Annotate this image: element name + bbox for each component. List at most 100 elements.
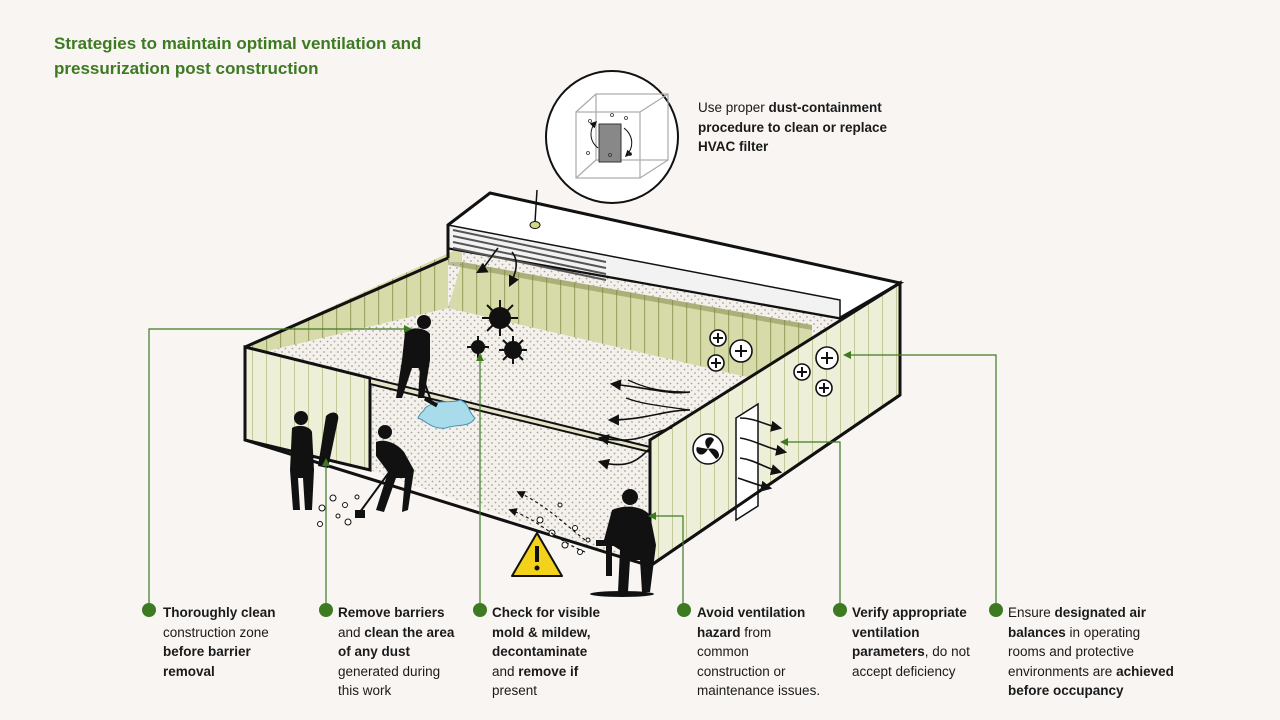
- strategy-line: and remove if: [492, 662, 642, 682]
- strategy-segment: generated during: [338, 663, 441, 679]
- strategy-segment: clean the area: [364, 624, 455, 640]
- water-puddle: [417, 399, 476, 429]
- strategy-2-bullet: [319, 603, 333, 617]
- strategy-segment: before occupancy: [1008, 683, 1124, 698]
- strategy-line: ventilation: [852, 623, 987, 643]
- strategy-segment: of any dust: [338, 644, 411, 659]
- strategy-segment: maintenance issues.: [697, 683, 821, 698]
- leader-arrowheads: [322, 325, 851, 520]
- strategy-segment: present: [492, 683, 538, 698]
- filter-note-bold: dust-containment procedure to clean or r…: [698, 100, 888, 154]
- strategy-segment: Remove barriers: [338, 605, 445, 620]
- wall-opening: [735, 402, 759, 522]
- strategy-segment: , do not: [924, 644, 970, 659]
- strategy-segment: construction zone: [163, 624, 269, 640]
- strategy-line: hazard from: [697, 623, 837, 643]
- filter-note-normal: Use proper: [698, 100, 769, 115]
- strategy-segment: decontaminate: [492, 644, 588, 659]
- strategy-line: balances in operating: [1008, 623, 1198, 643]
- strategy-line: Ensure designated air: [1008, 603, 1198, 623]
- title-line-2: pressurization post construction: [54, 59, 319, 78]
- strategy-line: Thoroughly clean: [163, 603, 313, 623]
- strategy-segment: Ensure: [1008, 605, 1055, 620]
- strategy-segment: Avoid ventilation: [697, 605, 806, 620]
- strategy-line: before barrier: [163, 642, 313, 662]
- strategy-segment: Thoroughly clean: [163, 605, 276, 620]
- strategy-line: removal: [163, 662, 313, 682]
- strategy-segment: and: [338, 624, 365, 640]
- strategy-segment: Check for visible: [492, 605, 601, 620]
- strategy-segment: hazard: [697, 624, 741, 640]
- strategy-line: mold & mildew,: [492, 623, 642, 643]
- back-wall-right-top: [448, 262, 812, 330]
- filter-airflow-arrows: [589, 121, 633, 157]
- strategy-1-bullet: [142, 603, 156, 617]
- strategy-segment: parameters: [852, 644, 925, 659]
- strategy-segment: removal: [163, 663, 215, 679]
- strategy-segment: in operating: [1065, 624, 1141, 640]
- strategy-segment: environments are: [1008, 663, 1117, 679]
- strategy-line: common: [697, 642, 837, 662]
- leader-lines: [148, 328, 997, 604]
- virus-icon: [467, 300, 527, 364]
- hvac-location-marker: [529, 221, 541, 229]
- hvac-filter: [598, 123, 622, 163]
- strategy-line: before occupancy: [1008, 681, 1198, 701]
- strategy-line: parameters, do not: [852, 642, 987, 662]
- filter-particles: [586, 113, 632, 157]
- airflow-arrow-icon: [476, 247, 788, 492]
- fan-icon: [692, 433, 724, 465]
- airflow-lines: [625, 379, 691, 411]
- strategy-segment: designated air: [1054, 605, 1147, 620]
- strategy-segment: this work: [338, 683, 392, 698]
- strategy-line: Remove barriers: [338, 603, 473, 623]
- strategy-line: decontaminate: [492, 642, 642, 662]
- filter-callout-note: Use proper dust-containment procedure to…: [698, 98, 928, 157]
- strategy-segment: mold & mildew,: [492, 624, 591, 640]
- strategy-line: rooms and protective: [1008, 642, 1198, 662]
- supply-grille: [452, 229, 607, 281]
- strategy-segment: before barrier: [163, 644, 251, 659]
- strategy-3-text: Check for visible mold & mildew, decontami…: [492, 603, 642, 701]
- strategy-line: present: [492, 681, 642, 701]
- strategy-4-bullet: [677, 603, 691, 617]
- strategy-segment: common: [697, 644, 749, 659]
- strategy-segment: and: [492, 663, 519, 679]
- dust-debris: [317, 494, 591, 555]
- strategy-segment: remove if: [518, 663, 579, 679]
- strategy-line: construction zone: [163, 623, 313, 643]
- strategy-1-text: Thoroughly clean construction zone before …: [163, 603, 313, 681]
- strategy-segment: ventilation: [852, 624, 920, 640]
- strategy-line: generated during: [338, 662, 473, 682]
- strategy-segment: achieved: [1116, 663, 1174, 679]
- strategy-line: Avoid ventilation: [697, 603, 837, 623]
- strategy-line: this work: [338, 681, 473, 701]
- dust-spray-arrows: [508, 491, 586, 553]
- strategy-5-bullet: [833, 603, 847, 617]
- strategy-line: Verify appropriate: [852, 603, 987, 623]
- plus-signs: [711, 333, 833, 393]
- strategy-line: maintenance issues.: [697, 681, 837, 701]
- strategy-line: environments are achieved: [1008, 662, 1198, 682]
- strategy-line: Check for visible: [492, 603, 642, 623]
- callout-stem: [534, 189, 538, 223]
- page-title: Strategies to maintain optimal ventilati…: [54, 31, 494, 81]
- strategy-segment: balances: [1008, 624, 1066, 640]
- filter-cube-icon: [575, 93, 669, 179]
- title-line-1: Strategies to maintain optimal ventilati…: [54, 34, 422, 53]
- strategy-3-bullet: [473, 603, 487, 617]
- strategy-segment: Verify appropriate: [852, 605, 967, 620]
- strategy-5-text: Verify appropriate ventilation parameters,…: [852, 603, 987, 681]
- strategy-line: construction or: [697, 662, 837, 682]
- strategy-line: and clean the area: [338, 623, 473, 643]
- strategy-segment: from: [740, 624, 772, 640]
- back-wall-right: [448, 262, 812, 380]
- strategy-segment: accept deficiency: [852, 663, 956, 679]
- strategy-segment: construction or: [697, 663, 786, 679]
- strategy-6-bullet: [989, 603, 1003, 617]
- warning-icon: [511, 532, 563, 577]
